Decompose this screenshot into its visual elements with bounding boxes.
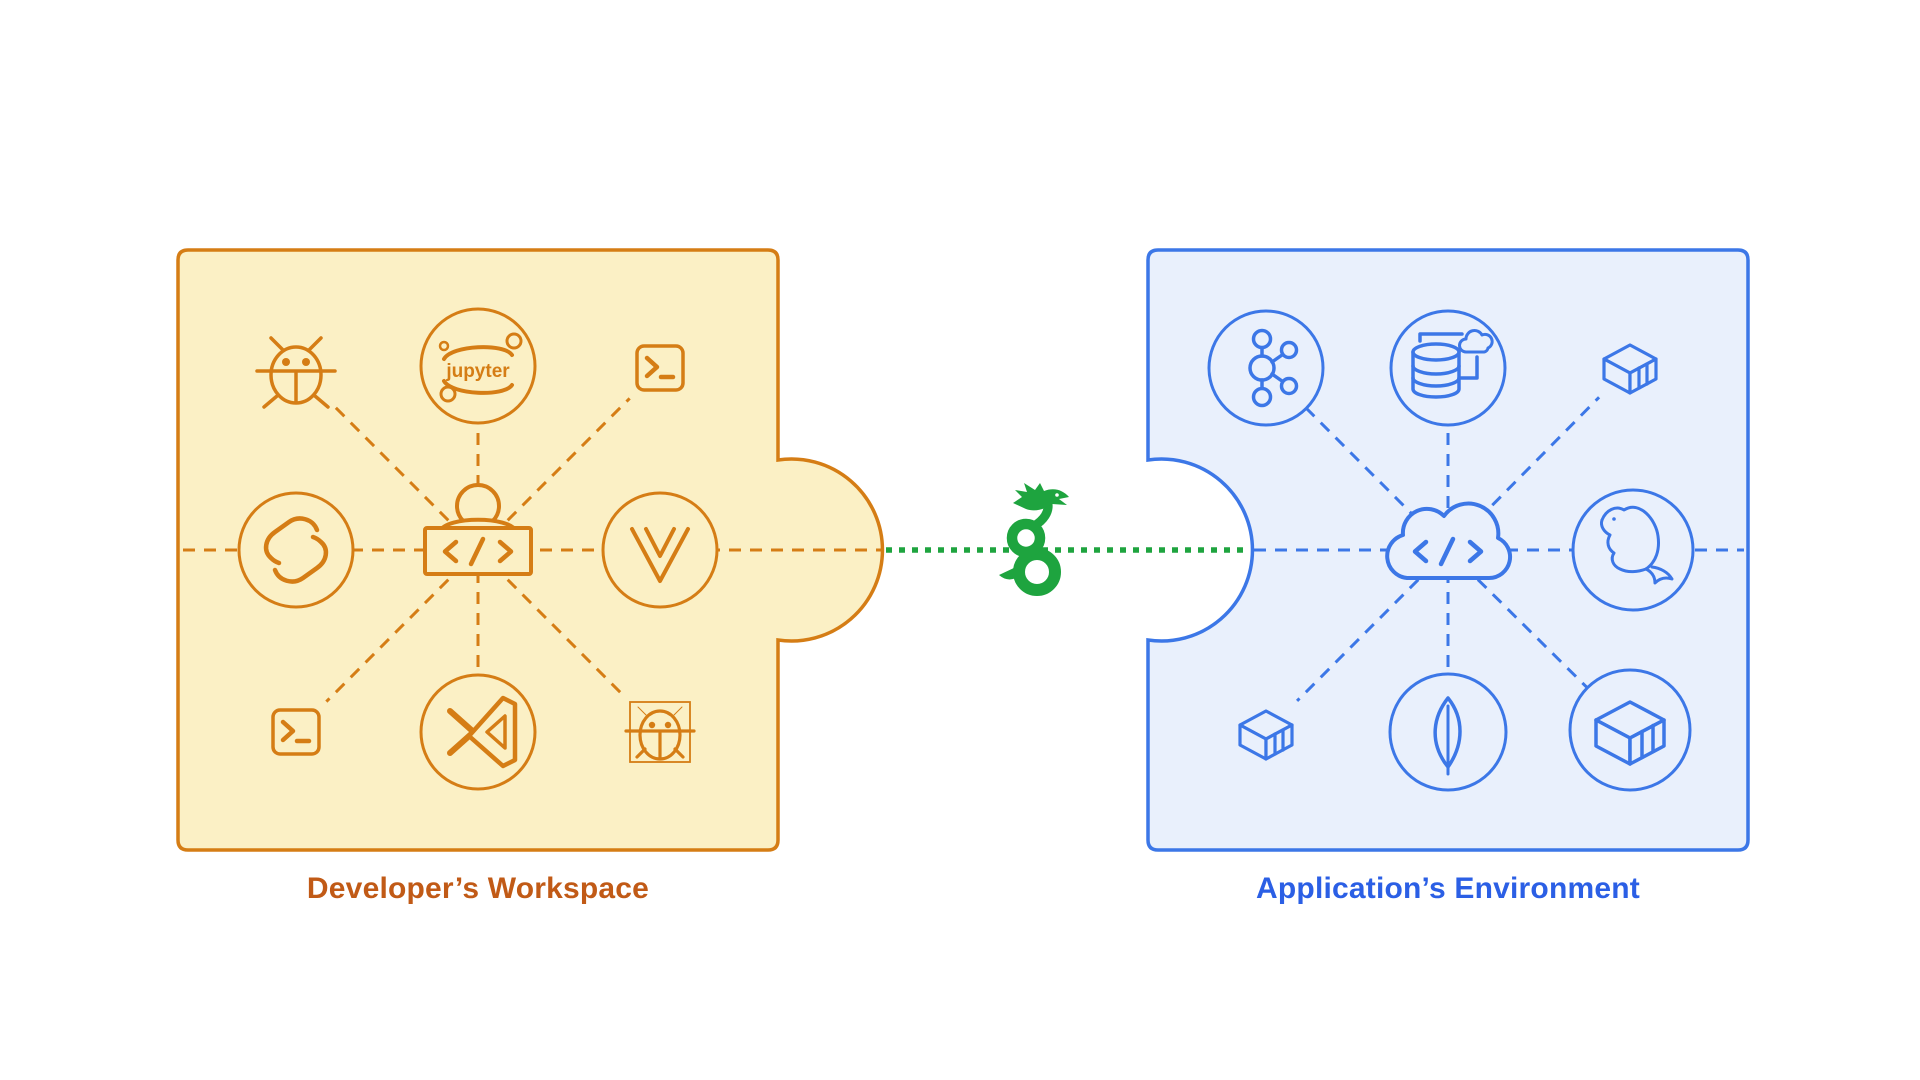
svelte-icon: [237, 491, 355, 609]
container-cube-icon: [1602, 343, 1658, 395]
mysql-icon: [1571, 488, 1695, 612]
container-cube-large-icon: [1568, 668, 1692, 792]
vue-icon: [601, 491, 719, 609]
code-glyph: [1412, 536, 1484, 567]
terminal-icon: [271, 708, 321, 756]
mongodb-icon: [1388, 672, 1508, 792]
container-cube-icon: [1238, 709, 1294, 761]
vscode-icon: [419, 673, 537, 791]
cloud-code-hub: [1385, 501, 1513, 581]
bug-icon: [255, 336, 337, 409]
code-glyph: [442, 536, 514, 567]
database-sync-icon: [1389, 309, 1507, 427]
kafka-icon: [1207, 309, 1325, 427]
wireguard-dragon-icon: [999, 483, 1069, 596]
jupyter-icon: jupyter: [419, 307, 537, 425]
right-panel-label: Application’s Environment: [1256, 872, 1640, 905]
left-panel-label: Developer’s Workspace: [306, 872, 650, 905]
jupyter-wordmark: jupyter: [445, 361, 510, 382]
developer-code-hub: [423, 483, 533, 576]
terminal-icon: [635, 344, 685, 392]
bug-frame-icon: [624, 701, 696, 763]
